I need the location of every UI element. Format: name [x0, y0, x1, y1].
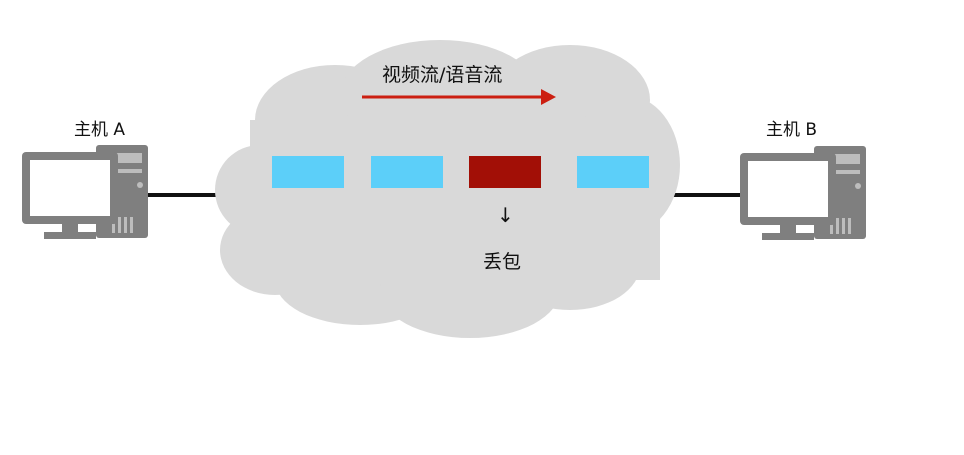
packet-lost	[469, 156, 541, 188]
packet-loss-arrow-icon: ↓	[497, 203, 514, 227]
stream-label: 视频流/语音流	[382, 64, 503, 86]
packet	[272, 156, 344, 188]
host-a-label: 主机 A	[74, 120, 126, 140]
network-cloud	[215, 40, 680, 338]
packet-loss-label: 丢包	[483, 251, 522, 273]
computer-b-icon	[740, 146, 866, 240]
stream-arrow-head	[541, 89, 556, 105]
computer-a-icon	[22, 145, 148, 239]
packet	[371, 156, 443, 188]
packet	[577, 156, 649, 188]
host-b-label: 主机 B	[766, 120, 818, 140]
